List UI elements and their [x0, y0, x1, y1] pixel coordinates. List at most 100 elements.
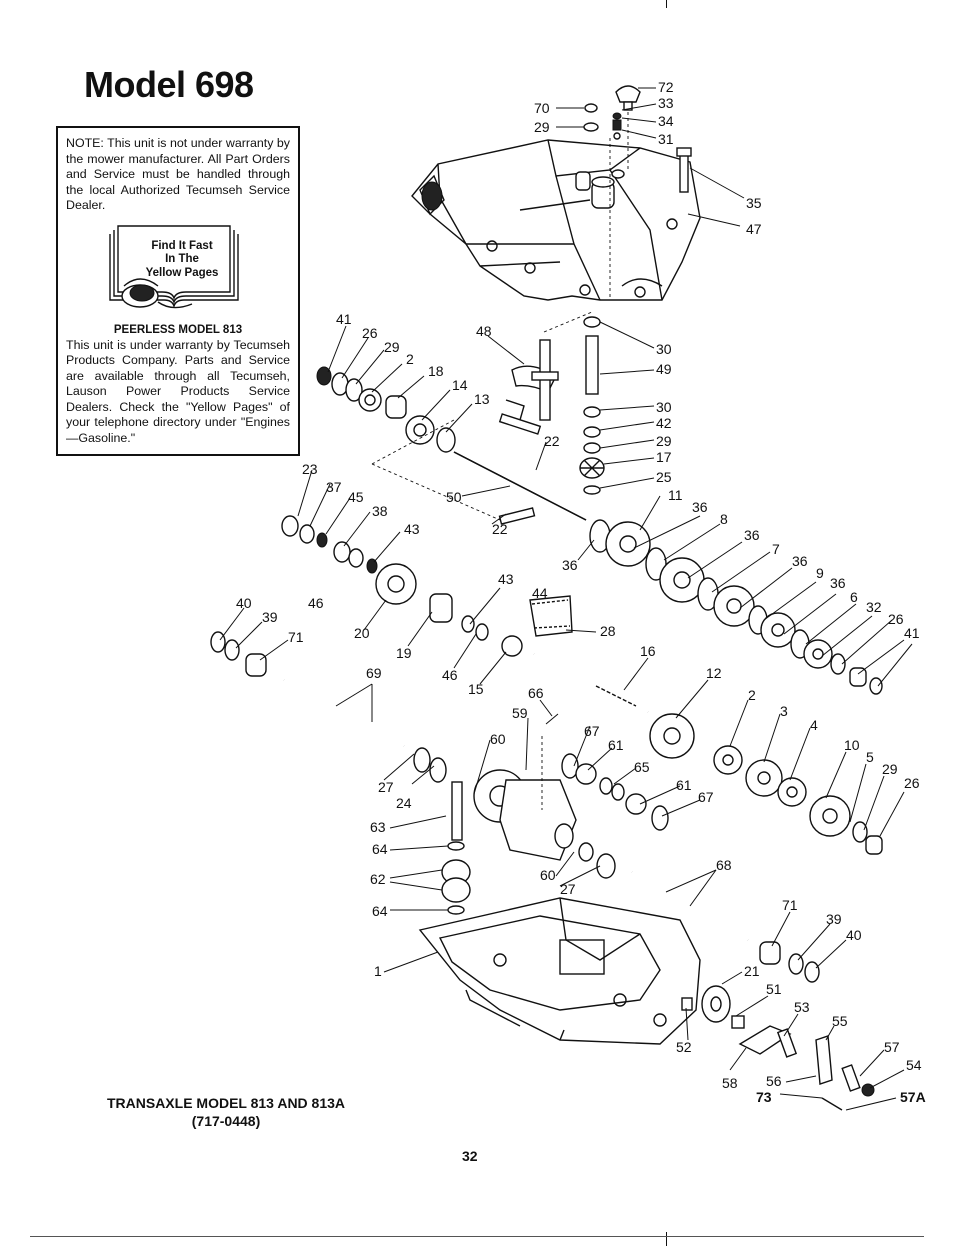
- brake-parts-drawing: [681, 997, 875, 1111]
- callout-71b: 71: [782, 897, 798, 913]
- callout-26b: 26: [888, 611, 904, 627]
- callout-47: 47: [746, 221, 762, 237]
- callout-16: 16: [640, 643, 656, 659]
- yellow-pages-graphic: Find It Fast In The Yellow Pages: [109, 224, 256, 316]
- callout-60b: 60: [540, 867, 556, 883]
- callout-32: 32: [866, 599, 882, 615]
- shift-assembly-drawing: [505, 311, 605, 495]
- peerless-text: This unit is under warranty by Tecumseh …: [66, 337, 290, 445]
- yellow-pages-line-3: Yellow Pages: [145, 266, 219, 279]
- callout-21: 21: [744, 963, 760, 979]
- callout-59: 59: [512, 705, 528, 721]
- callout-57: 57: [884, 1039, 900, 1055]
- callout-27: 27: [378, 779, 394, 795]
- callout-2b: 2: [748, 687, 756, 703]
- callout-19: 19: [396, 645, 412, 661]
- callout-5: 5: [866, 749, 874, 765]
- callout-35: 35: [746, 195, 762, 211]
- callout-51: 51: [766, 981, 782, 997]
- callout-22b: 22: [492, 521, 508, 537]
- callout-64b: 64: [372, 903, 388, 919]
- callout-27b: 27: [560, 881, 576, 897]
- callout-44: 44: [532, 585, 548, 601]
- callout-39b: 39: [826, 911, 842, 927]
- callout-29: 29: [534, 119, 550, 135]
- callout-70: 70: [534, 100, 550, 116]
- warranty-note-text: NOTE: This unit is not under warranty by…: [66, 136, 290, 212]
- page-number: 32: [462, 1148, 478, 1164]
- callout-37: 37: [326, 479, 342, 495]
- callout-30: 30: [656, 341, 672, 357]
- callout-66: 66: [528, 685, 544, 701]
- callout-29: 29: [384, 339, 400, 355]
- callout-1: 1: [374, 963, 382, 979]
- middle-left-gear-cluster: [281, 515, 573, 657]
- callout-36c: 36: [744, 527, 760, 543]
- callout-43: 43: [404, 521, 420, 537]
- callout-26c: 26: [904, 775, 920, 791]
- callout-41b: 41: [904, 625, 920, 641]
- callout-22: 22: [544, 433, 560, 449]
- callout-10: 10: [844, 737, 860, 753]
- callout-73: 73: [756, 1089, 772, 1105]
- callout-20: 20: [354, 625, 370, 641]
- callout-24: 24: [396, 795, 412, 811]
- callout-41: 41: [336, 311, 352, 327]
- lower-housing-drawing: [418, 897, 731, 1045]
- callout-46b: 46: [442, 667, 458, 683]
- lower-shaft-gears: [532, 651, 883, 855]
- callout-31: 31: [658, 131, 674, 147]
- callout-64: 64: [372, 841, 388, 857]
- callout-30b: 30: [656, 399, 672, 415]
- callout-55: 55: [832, 1013, 848, 1029]
- callout-57a: 57A: [900, 1089, 926, 1105]
- bottom-crop-mark: [666, 1232, 667, 1246]
- callout-7: 7: [772, 541, 780, 557]
- callout-50: 50: [446, 489, 462, 505]
- callout-36e: 36: [830, 575, 846, 591]
- callout-6: 6: [850, 589, 858, 605]
- diagram-caption-line-1: TRANSAXLE MODEL 813 AND 813A: [106, 1095, 346, 1111]
- callout-65: 65: [634, 759, 650, 775]
- top-fasteners-drawing: [583, 85, 692, 300]
- callout-29b: 29: [656, 433, 672, 449]
- callout-17: 17: [656, 449, 672, 465]
- callout-49: 49: [656, 361, 672, 377]
- callout-46: 46: [308, 595, 324, 611]
- callout-61b: 61: [676, 777, 692, 793]
- callout-40b: 40: [846, 927, 862, 943]
- callout-33: 33: [658, 95, 674, 111]
- callout-56: 56: [766, 1073, 782, 1089]
- callout-36b: 36: [692, 499, 708, 515]
- callout-4: 4: [810, 717, 818, 733]
- callout-63: 63: [370, 819, 386, 835]
- callout-58: 58: [722, 1075, 738, 1091]
- peerless-title: PEERLESS MODEL 813: [113, 323, 243, 336]
- callout-60: 60: [490, 731, 506, 747]
- left-upper-shaft-parts: [316, 366, 587, 525]
- diagram-caption: TRANSAXLE MODEL 813 AND 813A (717-0448): [96, 1094, 356, 1130]
- upper-housing-drawing: [411, 139, 701, 301]
- callout-39: 39: [262, 609, 278, 625]
- callout-52: 52: [676, 1039, 692, 1055]
- callout-72: 72: [658, 79, 674, 95]
- callout-67: 67: [584, 723, 600, 739]
- callout-14: 14: [452, 377, 468, 393]
- callout-28: 28: [600, 623, 616, 639]
- callout-15: 15: [468, 681, 484, 697]
- callout-69: 69: [366, 665, 382, 681]
- callout-36: 36: [562, 557, 578, 573]
- callout-26: 26: [362, 325, 378, 341]
- callout-54: 54: [906, 1057, 922, 1073]
- callout-45: 45: [348, 489, 364, 505]
- callout-18: 18: [428, 363, 444, 379]
- callout-29c: 29: [882, 761, 898, 777]
- warranty-note-box: NOTE: This unit is not under warranty by…: [56, 126, 300, 456]
- callout-34: 34: [658, 113, 674, 129]
- callout-25: 25: [656, 469, 672, 485]
- book-phone-icon: [109, 224, 239, 308]
- callout-43b: 43: [498, 571, 514, 587]
- callout-40: 40: [236, 595, 252, 611]
- yellow-pages-line-1: Find It Fast: [151, 239, 213, 252]
